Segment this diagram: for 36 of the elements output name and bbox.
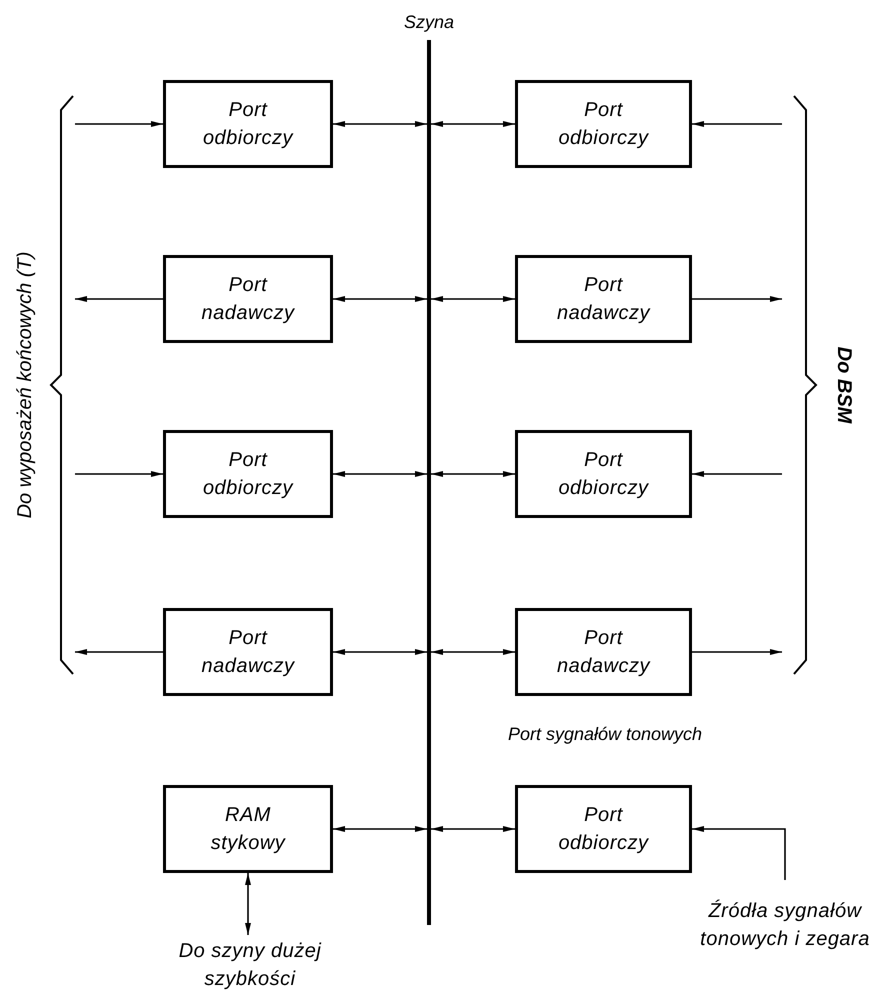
port-box: Port nadawczy [515, 255, 692, 343]
arrow [75, 121, 163, 127]
arrow [333, 649, 427, 655]
arrow [75, 296, 163, 302]
port-box: Port odbiorczy [163, 80, 333, 168]
box-caption: Port sygnałów tonowych [506, 723, 704, 746]
arrow [75, 471, 163, 477]
arrow [692, 296, 782, 302]
arrow [333, 826, 427, 832]
port-box: Port odbiorczy [515, 785, 692, 873]
port-box: Port nadawczy [163, 255, 333, 343]
arrow [431, 121, 515, 127]
label-text: Źródła sygnałów tonowych i zegara [692, 880, 878, 970]
arrow [692, 121, 782, 127]
label-text: Do szyny dużej szybkości [140, 935, 360, 995]
arrow [431, 296, 515, 302]
port-box: Port nadawczy [515, 608, 692, 696]
arrow [431, 649, 515, 655]
rotated-label: Do wyposażeń końcowych (T) [13, 252, 37, 518]
arrow [431, 471, 515, 477]
arrow [333, 121, 427, 127]
port-box: Port odbiorczy [515, 430, 692, 518]
port-box: RAM stykowy [163, 785, 333, 873]
arrow [245, 873, 251, 935]
rotated-label: Do BSM [832, 346, 856, 424]
arrow [333, 296, 427, 302]
port-box: Port odbiorczy [163, 430, 333, 518]
port-box: Port nadawczy [163, 608, 333, 696]
arrow [692, 649, 782, 655]
arrow [431, 826, 515, 832]
bus-label: Szyna [404, 11, 454, 34]
arrow [333, 471, 427, 477]
arrow [75, 649, 163, 655]
port-box: Port odbiorczy [515, 80, 692, 168]
arrow [692, 826, 786, 880]
arrow [692, 471, 782, 477]
